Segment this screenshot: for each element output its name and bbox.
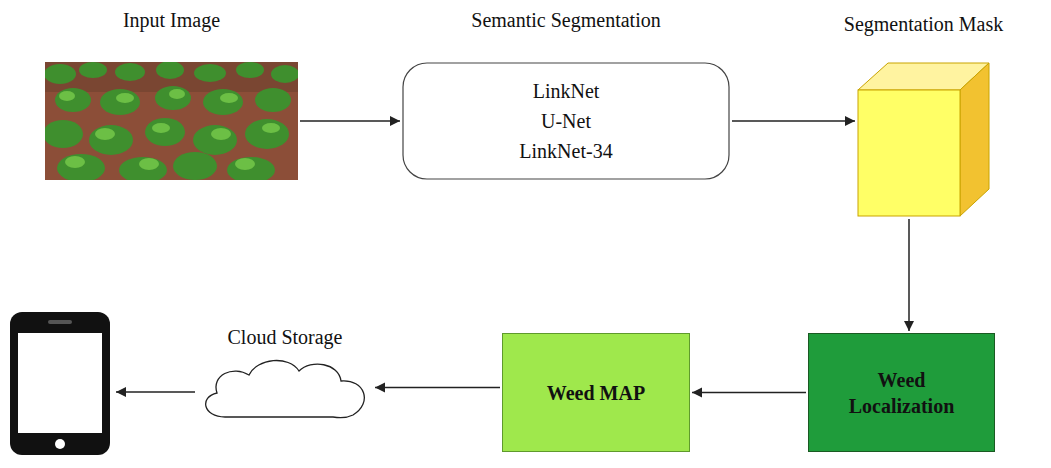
- weed-map-box: Weed MAP: [502, 333, 690, 452]
- node-body: Weed MAP: [503, 334, 689, 451]
- cloud-outline: [197, 355, 373, 420]
- node-label: U-Net: [541, 106, 591, 136]
- node-heading: Input Image: [123, 9, 220, 32]
- node-label: Weed Localization: [837, 367, 967, 419]
- input-image: Input Image: [45, 62, 298, 180]
- field-photo: [45, 62, 298, 180]
- flow-arrow: [300, 120, 400, 122]
- node-label: LinkNet: [533, 76, 600, 106]
- flow-arrow: [908, 219, 910, 331]
- cloud-storage: Cloud Storage: [197, 355, 373, 420]
- segmentation-mask-cube: Segmentation Mask: [857, 62, 990, 217]
- node-heading: Semantic Segmentation: [471, 9, 660, 32]
- node-body: Weed Localization: [809, 334, 994, 451]
- mask-cube: [857, 62, 990, 217]
- flow-arrow: [375, 387, 500, 389]
- segmentation-models-box: Semantic SegmentationLinkNetU-NetLinkNet…: [402, 62, 730, 180]
- phone-icon: [10, 312, 110, 455]
- arrow-to-phone: [116, 391, 195, 393]
- flow-arrow: [692, 392, 806, 394]
- node-heading: Cloud Storage: [228, 326, 343, 349]
- node-body: LinkNetU-NetLinkNet-34: [402, 62, 730, 180]
- node-label: LinkNet-34: [519, 136, 612, 166]
- weed-localization-box: Weed Localization: [808, 333, 995, 452]
- node-heading: Segmentation Mask: [844, 13, 1003, 36]
- node-label: Weed MAP: [547, 380, 645, 406]
- flow-arrow: [732, 120, 855, 122]
